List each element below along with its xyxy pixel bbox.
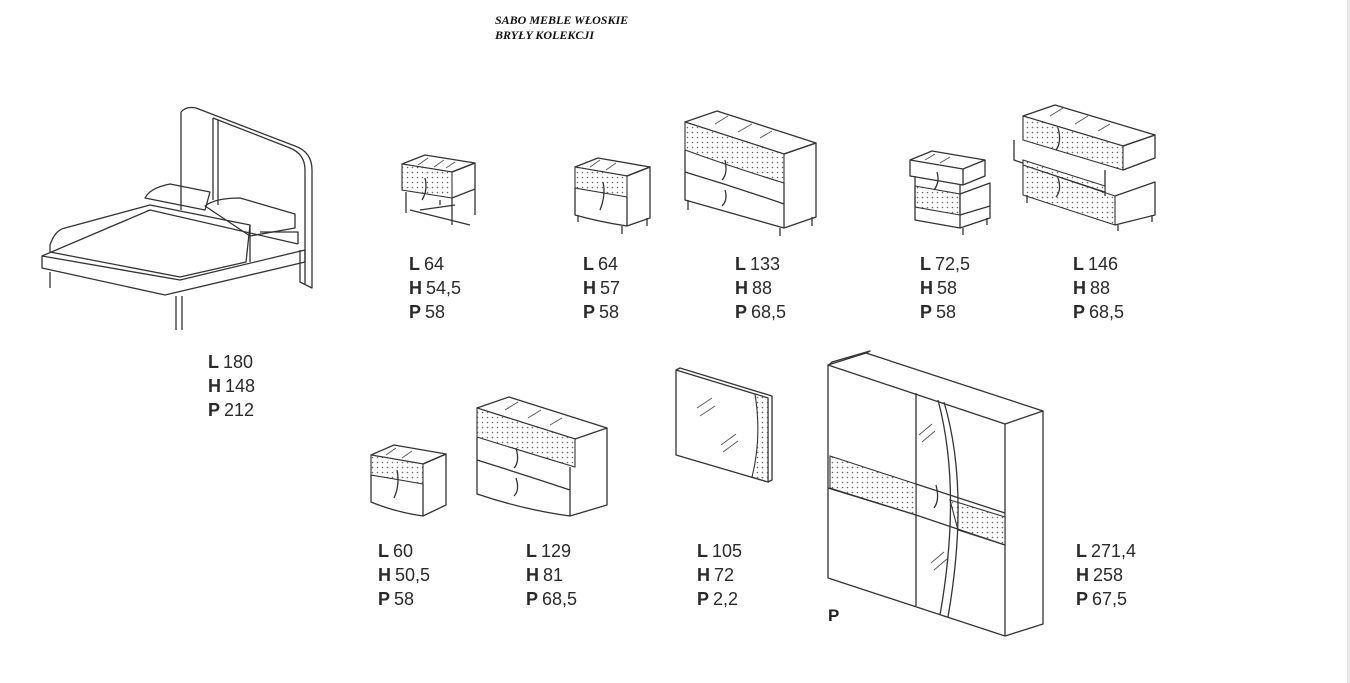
nightstand-feet-drawing (574, 157, 651, 234)
dim-length: 72,5 (935, 254, 971, 274)
nightstand-3-drawers-drawing (909, 150, 991, 235)
dim-depth: 2,2 (713, 589, 739, 609)
dim-length: 64 (424, 254, 445, 274)
header-line-2: BRYŁY KOLEKCJI (495, 28, 595, 42)
dim-length: 146 (1088, 254, 1119, 274)
dim-length: 105 (712, 541, 743, 561)
dresser-3-drawers-drawing (1013, 104, 1156, 231)
dim-length: 180 (223, 352, 254, 372)
dresser-plinth-drawing (476, 396, 608, 517)
page-header: SABO MEBLE WŁOSKIE BRYŁY KOLEKCJI (495, 13, 628, 43)
dim-height: 88 (752, 278, 773, 298)
page-edge (1347, 0, 1350, 683)
dim-height: 148 (225, 376, 256, 396)
bed-drawing (41, 106, 313, 330)
dim-height: 88 (1090, 278, 1111, 298)
dresser-2-drawers-drawing (684, 110, 817, 236)
dim-depth: 67,5 (1092, 589, 1128, 609)
dim-length: 64 (598, 254, 619, 274)
nightstand-plinth-drawing (370, 444, 447, 517)
dim-height: 72 (714, 565, 735, 585)
dim-depth: 212 (224, 400, 255, 420)
dim-height: 81 (543, 565, 564, 585)
nightstand-legs-drawing (401, 154, 476, 226)
mirror-drawing (675, 367, 773, 483)
dim-depth: 58 (599, 302, 620, 322)
dim-length: 133 (750, 254, 781, 274)
dim-height: 54,5 (426, 278, 462, 298)
dim-length: 60 (393, 541, 414, 561)
wardrobe-drawing (827, 350, 1044, 637)
dim-length: 129 (541, 541, 572, 561)
dim-height: 50,5 (395, 565, 431, 585)
dim-depth: 68,5 (751, 302, 787, 322)
dim-depth: 58 (394, 589, 415, 609)
wardrobe-note: P (828, 606, 840, 625)
dim-depth: 68,5 (542, 589, 578, 609)
dim-depth: 58 (936, 302, 957, 322)
dim-height: 57 (600, 278, 621, 298)
dim-height: 58 (937, 278, 958, 298)
dim-depth: 58 (425, 302, 446, 322)
dim-length: 271,4 (1091, 541, 1137, 561)
header-line-1: SABO MEBLE WŁOSKIE (495, 13, 629, 27)
dim-height: 258 (1093, 565, 1124, 585)
dim-depth: 68,5 (1089, 302, 1125, 322)
